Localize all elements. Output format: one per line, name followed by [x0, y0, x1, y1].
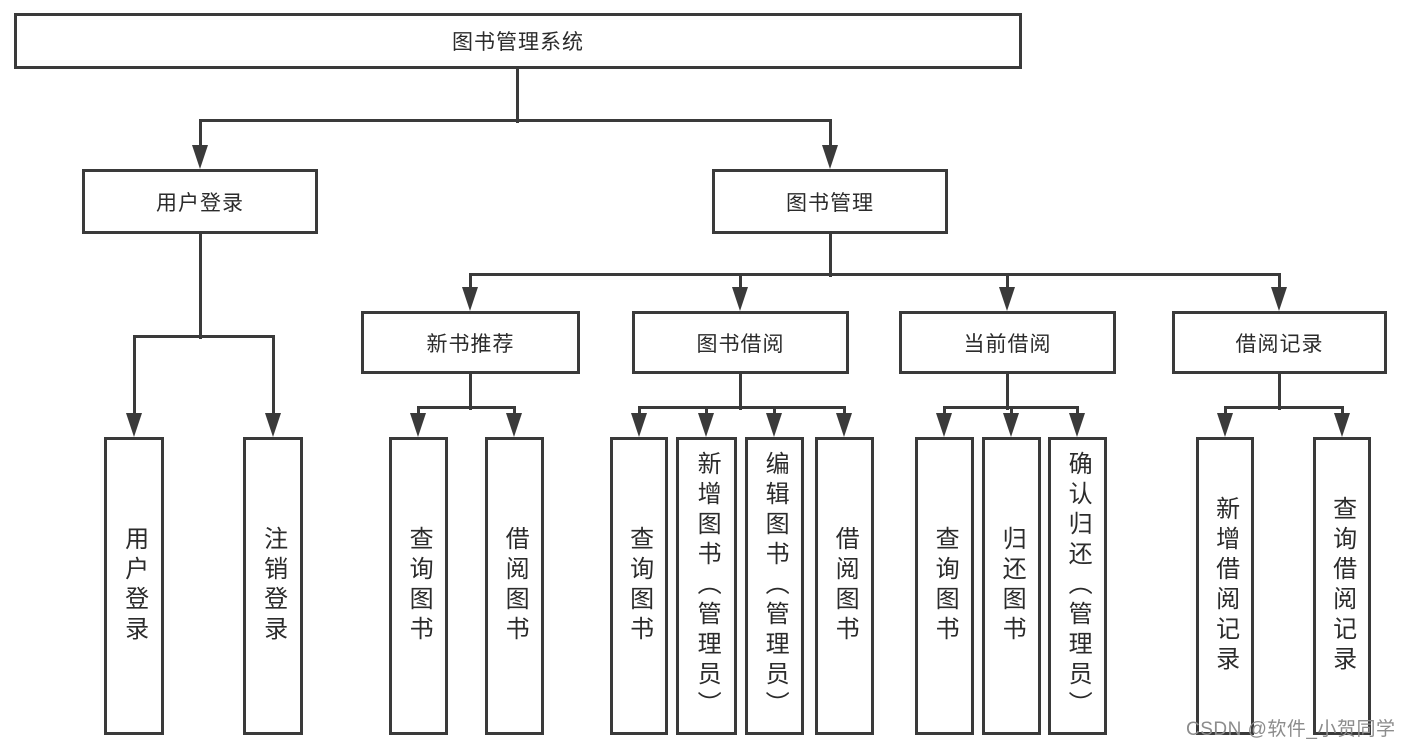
node-book-borrow: 图书借阅: [632, 311, 849, 374]
node-leaf-user-login: 用户登录: [104, 437, 164, 735]
node-leaf-cb-query-label: 查询图书: [931, 526, 959, 646]
connector-book-borrow-children-arrow-line-1: [704, 405, 708, 419]
node-leaf-bb-borrow: 借阅图书: [815, 437, 874, 735]
connector-user-login-children-arrowhead-0: [126, 413, 142, 437]
connector-book-borrow-children-arrowhead-2: [766, 413, 782, 437]
node-book-mgmt: 图书管理: [712, 169, 948, 234]
connector-root-to-level2-arrow-line-0: [198, 118, 202, 151]
connector-book-borrow-children-arrowhead-1: [698, 413, 714, 437]
node-leaf-bb-edit-label: 编辑图书（管理员）: [761, 451, 789, 721]
node-leaf-nbr-query: 查询图书: [389, 437, 448, 735]
connector-root-to-level2-arrow-line-1: [828, 118, 832, 151]
connector-new-book-rec-children-arrow-line-0: [416, 405, 420, 419]
connector-borrow-records-children-arrowhead-0: [1217, 413, 1233, 437]
node-current-borrow-label: 当前借阅: [963, 332, 1052, 356]
node-leaf-nbr-query-label: 查询图书: [405, 526, 433, 646]
connector-new-book-rec-children-arrowhead-1: [506, 413, 522, 437]
connector-root-to-level2-rail: [198, 118, 832, 122]
connector-book-borrow-children-stem: [738, 373, 742, 410]
connector-borrow-records-children-arrowhead-1: [1334, 413, 1350, 437]
connector-book-mgmt-children-arrow-line-2: [1005, 272, 1009, 293]
connector-current-borrow-children-arrow-line-1: [1009, 405, 1013, 419]
connector-current-borrow-children-arrowhead-1: [1003, 413, 1019, 437]
node-leaf-bb-add: 新增图书（管理员）: [676, 437, 737, 735]
connector-user-login-children-arrowhead-1: [265, 413, 281, 437]
connector-user-login-children-stem: [198, 233, 202, 339]
connector-current-borrow-children-stem: [1005, 373, 1009, 410]
connector-current-borrow-children-arrow-line-2: [1075, 405, 1079, 419]
connector-book-mgmt-children-arrowhead-1: [732, 287, 748, 311]
node-user-login-label: 用户登录: [156, 191, 244, 215]
connector-borrow-records-children-arrow-line-1: [1340, 405, 1344, 419]
connector-current-borrow-children-arrowhead-2: [1069, 413, 1085, 437]
connector-book-mgmt-children-stem: [828, 233, 832, 277]
connector-borrow-records-children-rail: [1223, 405, 1344, 409]
connector-book-mgmt-children-arrowhead-0: [462, 287, 478, 311]
connector-book-borrow-children-arrow-line-2: [772, 405, 776, 419]
connector-user-login-children-rail: [132, 334, 275, 338]
connector-book-borrow-children-arrow-line-0: [637, 405, 641, 419]
connector-book-mgmt-children-arrowhead-2: [999, 287, 1015, 311]
node-leaf-br-add-label: 新增借阅记录: [1211, 496, 1239, 676]
node-new-book-rec: 新书推荐: [361, 311, 580, 374]
node-leaf-cb-confirm-label: 确认归还（管理员）: [1064, 451, 1092, 721]
node-borrow-records-label: 借阅记录: [1235, 332, 1324, 356]
node-current-borrow: 当前借阅: [899, 311, 1116, 374]
node-book-mgmt-label: 图书管理: [786, 191, 874, 215]
node-leaf-logout-label: 注销登录: [259, 526, 287, 646]
connector-current-borrow-children-arrow-line-0: [942, 405, 946, 419]
connector-book-mgmt-children-arrow-line-0: [468, 272, 472, 293]
connector-book-mgmt-children-arrow-line-1: [738, 272, 742, 293]
connector-book-mgmt-children-rail: [468, 272, 1281, 276]
connector-new-book-rec-children-arrow-line-1: [512, 405, 516, 419]
connector-root-to-level2-stem: [515, 68, 519, 123]
connector-new-book-rec-children-rail: [416, 405, 516, 409]
connector-book-mgmt-children-arrow-line-3: [1277, 272, 1281, 293]
node-leaf-bb-query: 查询图书: [610, 437, 668, 735]
node-leaf-cb-return-label: 归还图书: [998, 526, 1026, 646]
connector-current-borrow-children-arrowhead-0: [936, 413, 952, 437]
connector-user-login-children-arrow-line-0: [132, 334, 136, 419]
connector-book-borrow-children-arrowhead-3: [836, 413, 852, 437]
connector-book-borrow-children-arrowhead-0: [631, 413, 647, 437]
node-leaf-bb-edit: 编辑图书（管理员）: [745, 437, 804, 735]
connector-book-mgmt-children-arrowhead-3: [1271, 287, 1287, 311]
node-user-login: 用户登录: [82, 169, 318, 234]
connector-book-borrow-children-rail: [637, 405, 846, 409]
connector-new-book-rec-children-arrowhead-0: [410, 413, 426, 437]
node-leaf-logout: 注销登录: [243, 437, 303, 735]
connector-new-book-rec-children-stem: [468, 373, 472, 410]
node-new-book-rec-label: 新书推荐: [426, 332, 515, 356]
connector-book-borrow-children-arrow-line-3: [842, 405, 846, 419]
node-leaf-cb-confirm: 确认归还（管理员）: [1048, 437, 1107, 735]
node-leaf-bb-query-label: 查询图书: [625, 526, 653, 646]
node-borrow-records: 借阅记录: [1172, 311, 1387, 374]
node-leaf-nbr-borrow-label: 借阅图书: [501, 526, 529, 646]
connector-borrow-records-children-stem: [1277, 373, 1281, 410]
node-book-borrow-label: 图书借阅: [696, 332, 785, 356]
node-leaf-nbr-borrow: 借阅图书: [485, 437, 544, 735]
node-root: 图书管理系统: [14, 13, 1022, 69]
node-leaf-br-query-label: 查询借阅记录: [1328, 496, 1356, 676]
node-leaf-br-query: 查询借阅记录: [1313, 437, 1371, 735]
connector-borrow-records-children-arrow-line-0: [1223, 405, 1227, 419]
connector-root-to-level2-arrowhead-1: [822, 145, 838, 169]
connector-root-to-level2-arrowhead-0: [192, 145, 208, 169]
node-leaf-cb-return: 归还图书: [982, 437, 1041, 735]
csdn-watermark: CSDN @软件_小贺同学: [1186, 719, 1396, 740]
node-root-label: 图书管理系统: [452, 31, 584, 54]
connector-user-login-children-arrow-line-1: [271, 334, 275, 419]
node-leaf-user-login-label: 用户登录: [120, 526, 148, 646]
node-leaf-br-add: 新增借阅记录: [1196, 437, 1254, 735]
node-leaf-bb-borrow-label: 借阅图书: [831, 526, 859, 646]
node-leaf-cb-query: 查询图书: [915, 437, 974, 735]
node-leaf-bb-add-label: 新增图书（管理员）: [693, 451, 721, 721]
